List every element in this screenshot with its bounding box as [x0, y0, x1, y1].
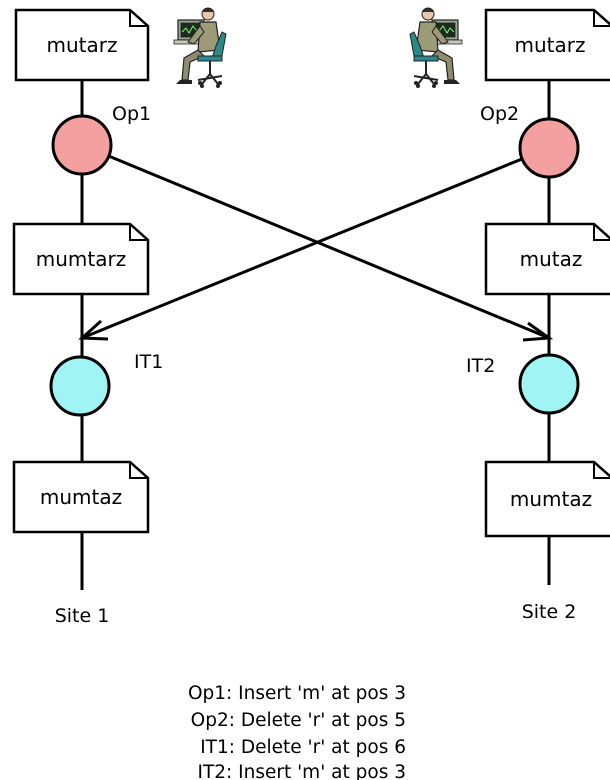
- op2-label: Op2: [480, 103, 519, 125]
- site1-document-after-op: mumtarz: [12, 222, 150, 296]
- legend-line-it1: IT1: Delete 'r' at pos 6: [200, 737, 406, 758]
- site2-document-initial: mutarz: [484, 8, 610, 82]
- op2-to-site1-arrow: [78, 146, 550, 341]
- site1-document-final: mumtaz: [12, 460, 150, 534]
- site1-transform-node: [49, 355, 111, 417]
- site2-document-final: mumtaz: [484, 460, 610, 538]
- site2-document-final-text: mumtaz: [510, 487, 592, 511]
- it1-label: IT1: [134, 351, 163, 373]
- op1-label: Op1: [112, 103, 151, 125]
- user-at-computer-icon: [409, 7, 463, 89]
- legend-line-op1: Op1: Insert 'm' at pos 3: [188, 683, 406, 704]
- site1-document-after-op-text: mumtarz: [36, 247, 126, 271]
- site1-document-initial: mutarz: [14, 8, 150, 82]
- site2-document-initial-text: mutarz: [515, 33, 586, 57]
- site2-transform-node: [518, 353, 580, 415]
- legend-line-it2: IT2: Insert 'm' at pos 3: [198, 762, 406, 780]
- site1-document-initial-text: mutarz: [47, 33, 118, 57]
- site1-label: Site 1: [55, 605, 110, 627]
- site2-operation-node: [518, 117, 580, 179]
- it2-label: IT2: [466, 355, 495, 377]
- site2-label: Site 2: [522, 601, 577, 623]
- site2-document-after-op-text: mutaz: [520, 247, 583, 271]
- legend-line-op2: Op2: Delete 'r' at pos 5: [191, 710, 406, 731]
- site1-document-final-text: mumtaz: [40, 485, 122, 509]
- site1-operation-node: [51, 114, 113, 176]
- user-at-computer-icon: [173, 7, 227, 89]
- site2-document-after-op: mutaz: [484, 222, 610, 296]
